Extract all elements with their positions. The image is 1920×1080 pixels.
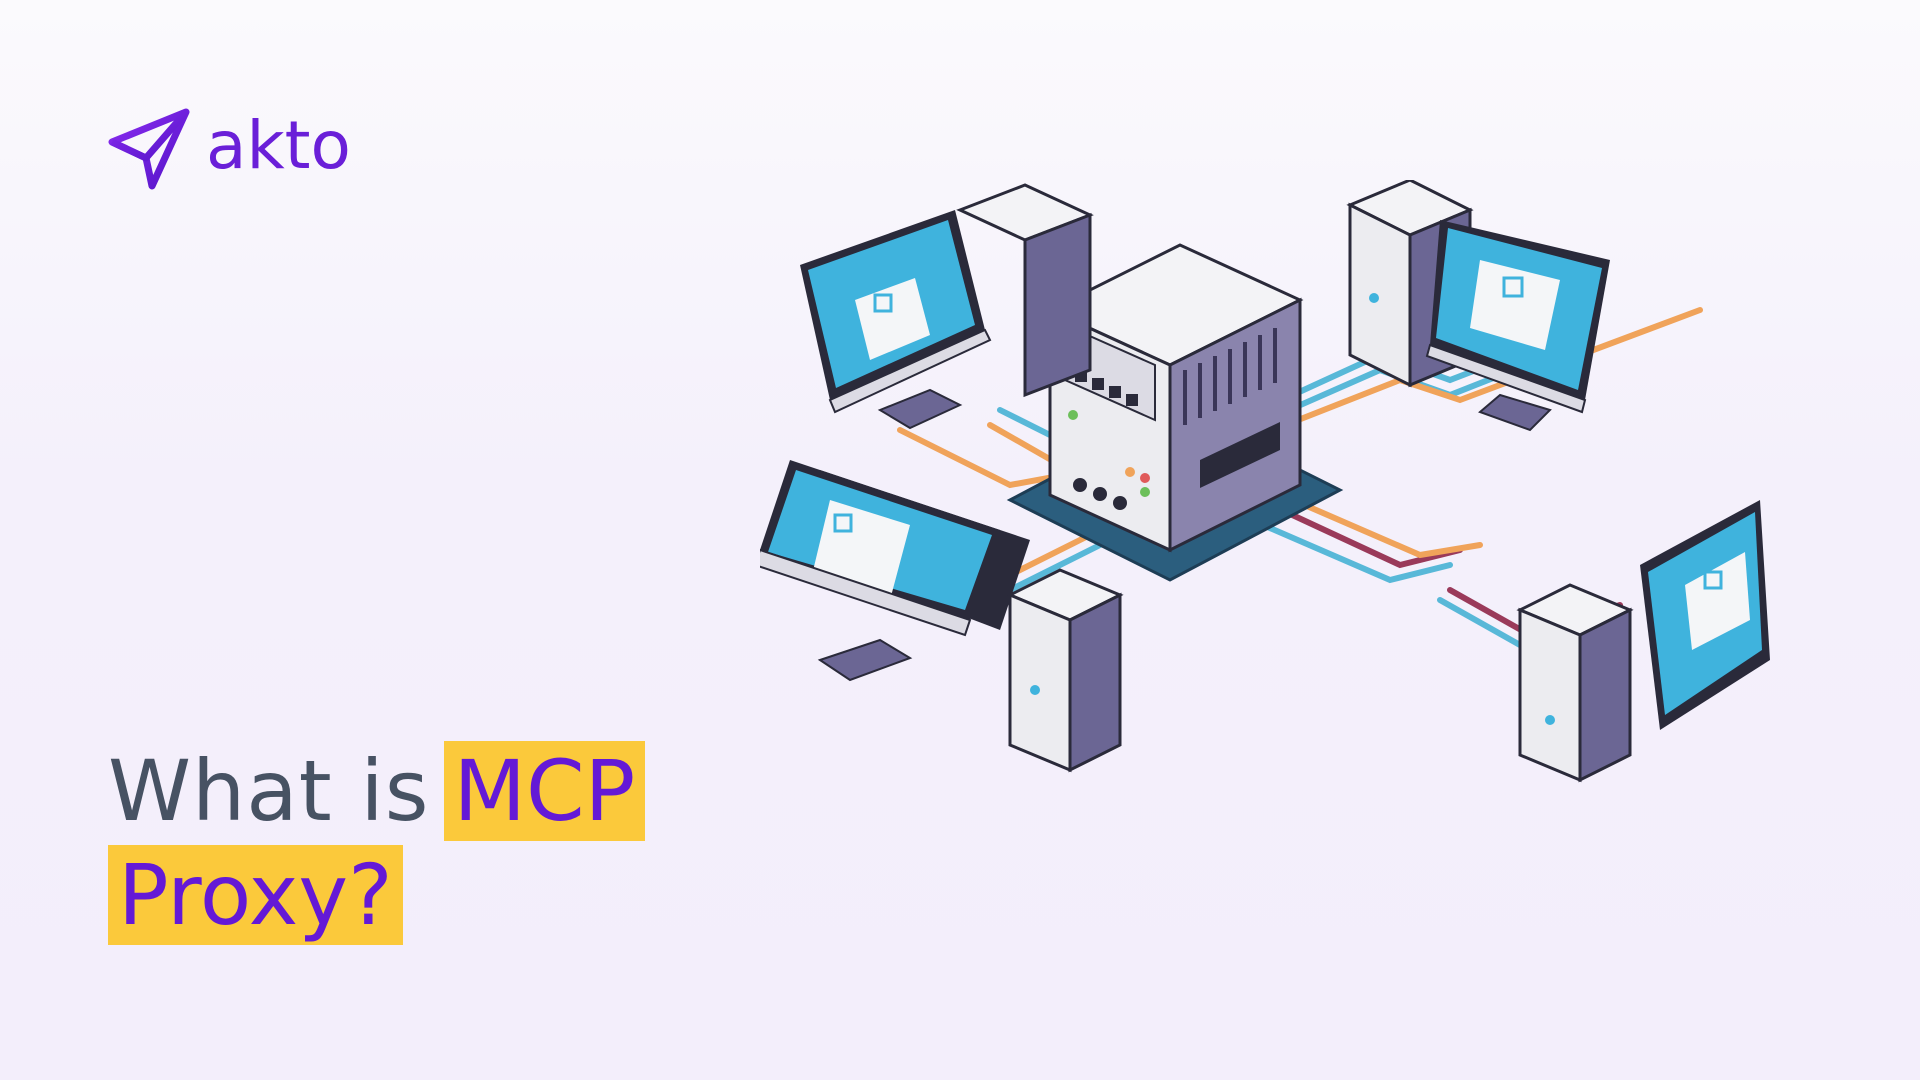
title-line-1: What is MCP: [108, 740, 646, 842]
client-computer-top-left: [800, 183, 1094, 430]
network-diagram-icon: [1502, 276, 1524, 298]
brand-logo-lockup: akto: [108, 108, 351, 192]
brand-name: akto: [206, 107, 351, 184]
title-highlight-mcp: MCP: [443, 741, 646, 841]
network-proxy-illustration: [760, 180, 1770, 783]
document-diagram-icon: [833, 513, 853, 533]
client-computer-bottom-right: [1516, 500, 1770, 783]
network-diagram-icon: [873, 293, 893, 313]
title-line-2: Proxy?: [108, 844, 645, 946]
client-computer-bottom-left: [760, 460, 1124, 773]
page-title: What is MCP Proxy?: [108, 740, 646, 946]
title-highlight-proxy: Proxy?: [108, 845, 403, 945]
network-diagram-icon: [1703, 570, 1723, 590]
client-computer-top-right: [1346, 180, 1610, 432]
paper-plane-arrow-icon: [108, 108, 190, 190]
title-plain-text: What is: [108, 742, 430, 840]
